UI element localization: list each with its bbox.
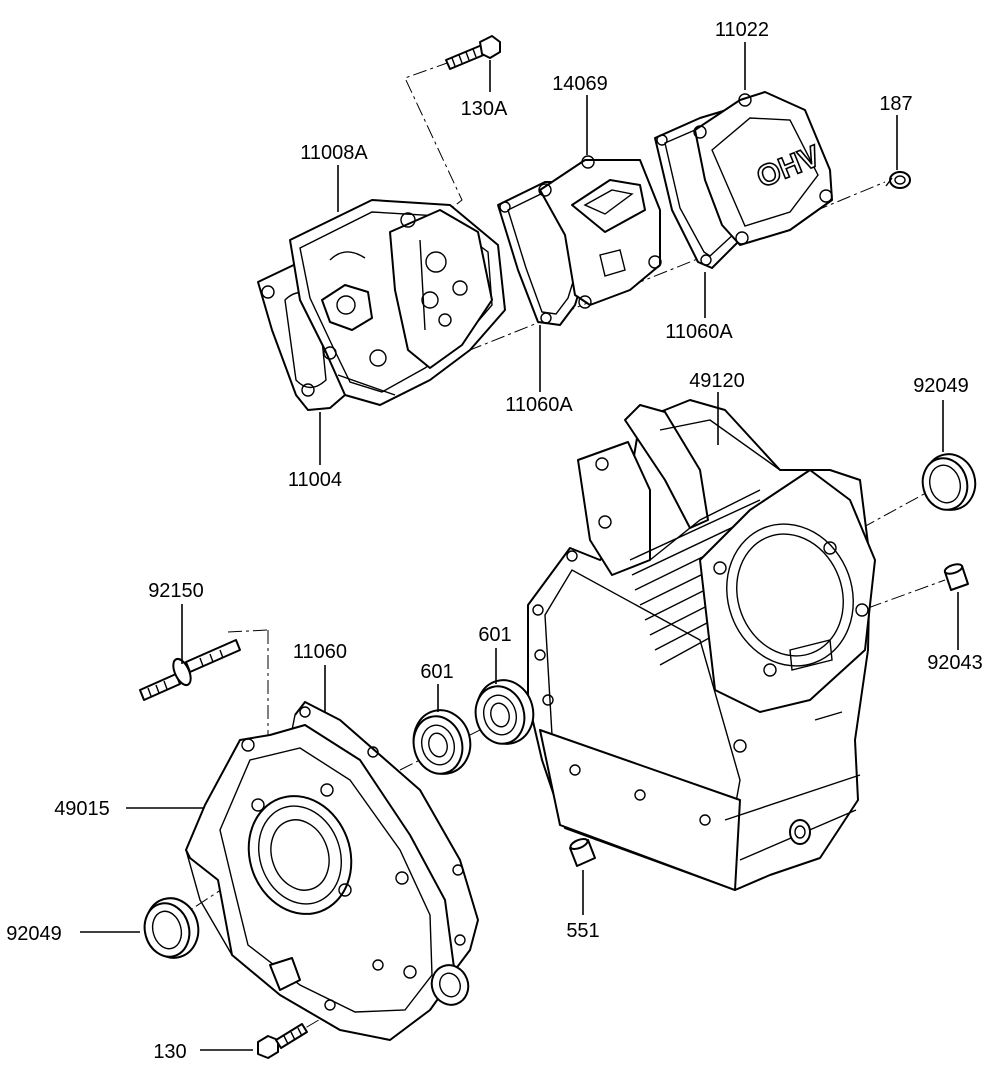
crankcase-49120 xyxy=(527,399,876,891)
label-92049-bottom: 92049 xyxy=(6,923,62,945)
label-11004: 11004 xyxy=(288,469,342,491)
label-130: 130 xyxy=(153,1041,186,1063)
label-11060a-right: 11060A xyxy=(665,321,733,343)
label-551: 551 xyxy=(566,920,599,942)
label-130a: 130A xyxy=(461,98,508,120)
dowel-pin-92043 xyxy=(943,563,969,591)
label-11060a-left: 11060A xyxy=(505,394,573,416)
label-49120: 49120 xyxy=(689,370,745,392)
oil-seal-92049-top xyxy=(921,453,977,511)
label-601-b: 601 xyxy=(478,624,511,646)
crankcase-cover-49015 xyxy=(185,724,470,1041)
ball-bearing-601-b xyxy=(474,679,535,745)
label-11008a: 11008A xyxy=(300,142,368,164)
label-187: 187 xyxy=(879,93,912,115)
label-11022: 11022 xyxy=(715,19,769,41)
stud-92150 xyxy=(139,639,241,701)
head-cover-11022: OHV xyxy=(693,91,833,246)
leader-lines xyxy=(80,42,959,1051)
label-11060: 11060 xyxy=(293,641,347,663)
cylinder-head-11008a xyxy=(289,199,506,406)
dowel-pin-551 xyxy=(569,837,596,867)
label-92150: 92150 xyxy=(148,580,204,602)
label-601-a: 601 xyxy=(420,661,453,683)
bolt-130 xyxy=(257,1023,308,1059)
oil-seal-92049-bottom xyxy=(143,897,200,959)
fitting-187 xyxy=(885,171,911,189)
label-92043: 92043 xyxy=(927,652,983,674)
breather-14069 xyxy=(538,155,662,309)
ball-bearing-601-a xyxy=(412,709,472,775)
label-14069: 14069 xyxy=(552,73,608,95)
part-labels: 11022 130A 14069 187 11008A 11060A 11060… xyxy=(6,19,983,1063)
bolt-130a xyxy=(445,35,501,70)
label-49015: 49015 xyxy=(54,798,110,820)
label-92049-top: 92049 xyxy=(913,375,969,397)
